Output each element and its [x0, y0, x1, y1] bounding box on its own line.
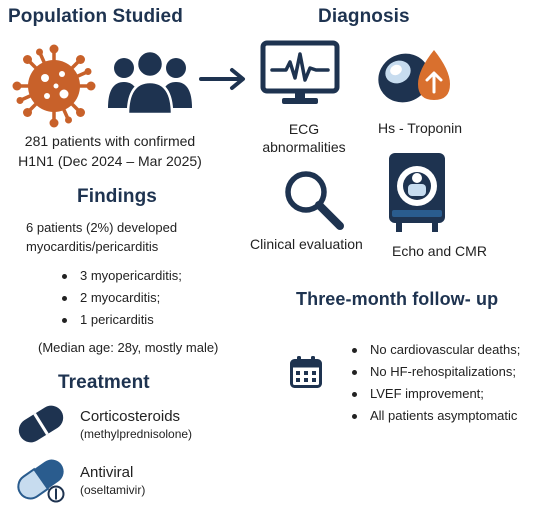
population-description: 281 patients with confirmed H1N1 (Dec 20…	[10, 131, 210, 171]
followup-title: Three-month follow- up	[296, 289, 499, 309]
population-title: Population Studied	[8, 6, 183, 27]
clinical-evaluation-label: Clinical evaluation	[250, 236, 363, 252]
followup-list: No cardiovascular deaths; No HF-rehospit…	[348, 339, 548, 427]
ecg-label-line-2: abnormalities	[262, 139, 346, 155]
findings-item: 3 myopericarditis;	[58, 265, 258, 287]
ecg-label: ECG abnormalities	[254, 120, 354, 156]
capsule-pill-icon	[17, 459, 65, 503]
followup-item: LVEF improvement;	[348, 383, 548, 405]
drug1-name: Corticosteroids	[80, 408, 181, 425]
drug2-name: Antiviral	[80, 464, 134, 481]
findings-line-2: myocarditis/pericarditis	[26, 239, 159, 254]
followup-item: No HF-rehospitalizations;	[348, 361, 548, 383]
treatment-title: Treatment	[58, 372, 150, 393]
echo-cmr-label: Echo and CMR	[392, 243, 487, 259]
troponin-test-icon	[378, 50, 450, 103]
findings-line-1: 6 patients (2%) developed	[26, 220, 178, 235]
people-group-icon	[108, 49, 192, 116]
drug1-detail: (methylprednisolone)	[80, 427, 193, 441]
findings-list: 3 myopericarditis; 2 myocarditis; 1 peri…	[58, 265, 258, 331]
ecg-label-line-1: ECG	[288, 121, 320, 137]
troponin-label: Hs - Troponin	[377, 120, 463, 136]
drug2-detail: (oseltamivir)	[80, 483, 146, 497]
diagnosis-title: Diagnosis	[318, 6, 410, 27]
findings-median: (Median age: 28y, mostly male)	[38, 340, 219, 355]
ecg-monitor-icon	[260, 40, 340, 104]
findings-summary: 6 patients (2%) developed myocarditis/pe…	[26, 218, 256, 256]
followup-item: No cardiovascular deaths;	[348, 339, 548, 361]
population-line-1: 281 patients with confirmed	[24, 133, 196, 149]
followup-item: All patients asymptomatic	[348, 405, 548, 427]
calendar-icon	[290, 356, 322, 388]
drug-corticosteroids: Corticosteroids (methylprednisolone)	[80, 408, 260, 442]
population-line-2: H1N1 (Dec 2024 – Mar 2025)	[18, 153, 202, 169]
virus-icon	[12, 44, 96, 128]
findings-title: Findings	[77, 186, 157, 207]
magnifier-icon	[285, 171, 344, 230]
tablet-pill-icon	[18, 405, 64, 443]
arrow-right-icon	[199, 68, 245, 90]
findings-item: 2 myocarditis;	[58, 287, 258, 309]
findings-item: 1 pericarditis	[58, 309, 258, 331]
drug-antiviral: Antiviral (oseltamivir)	[80, 464, 260, 498]
mri-scanner-icon	[389, 153, 445, 232]
